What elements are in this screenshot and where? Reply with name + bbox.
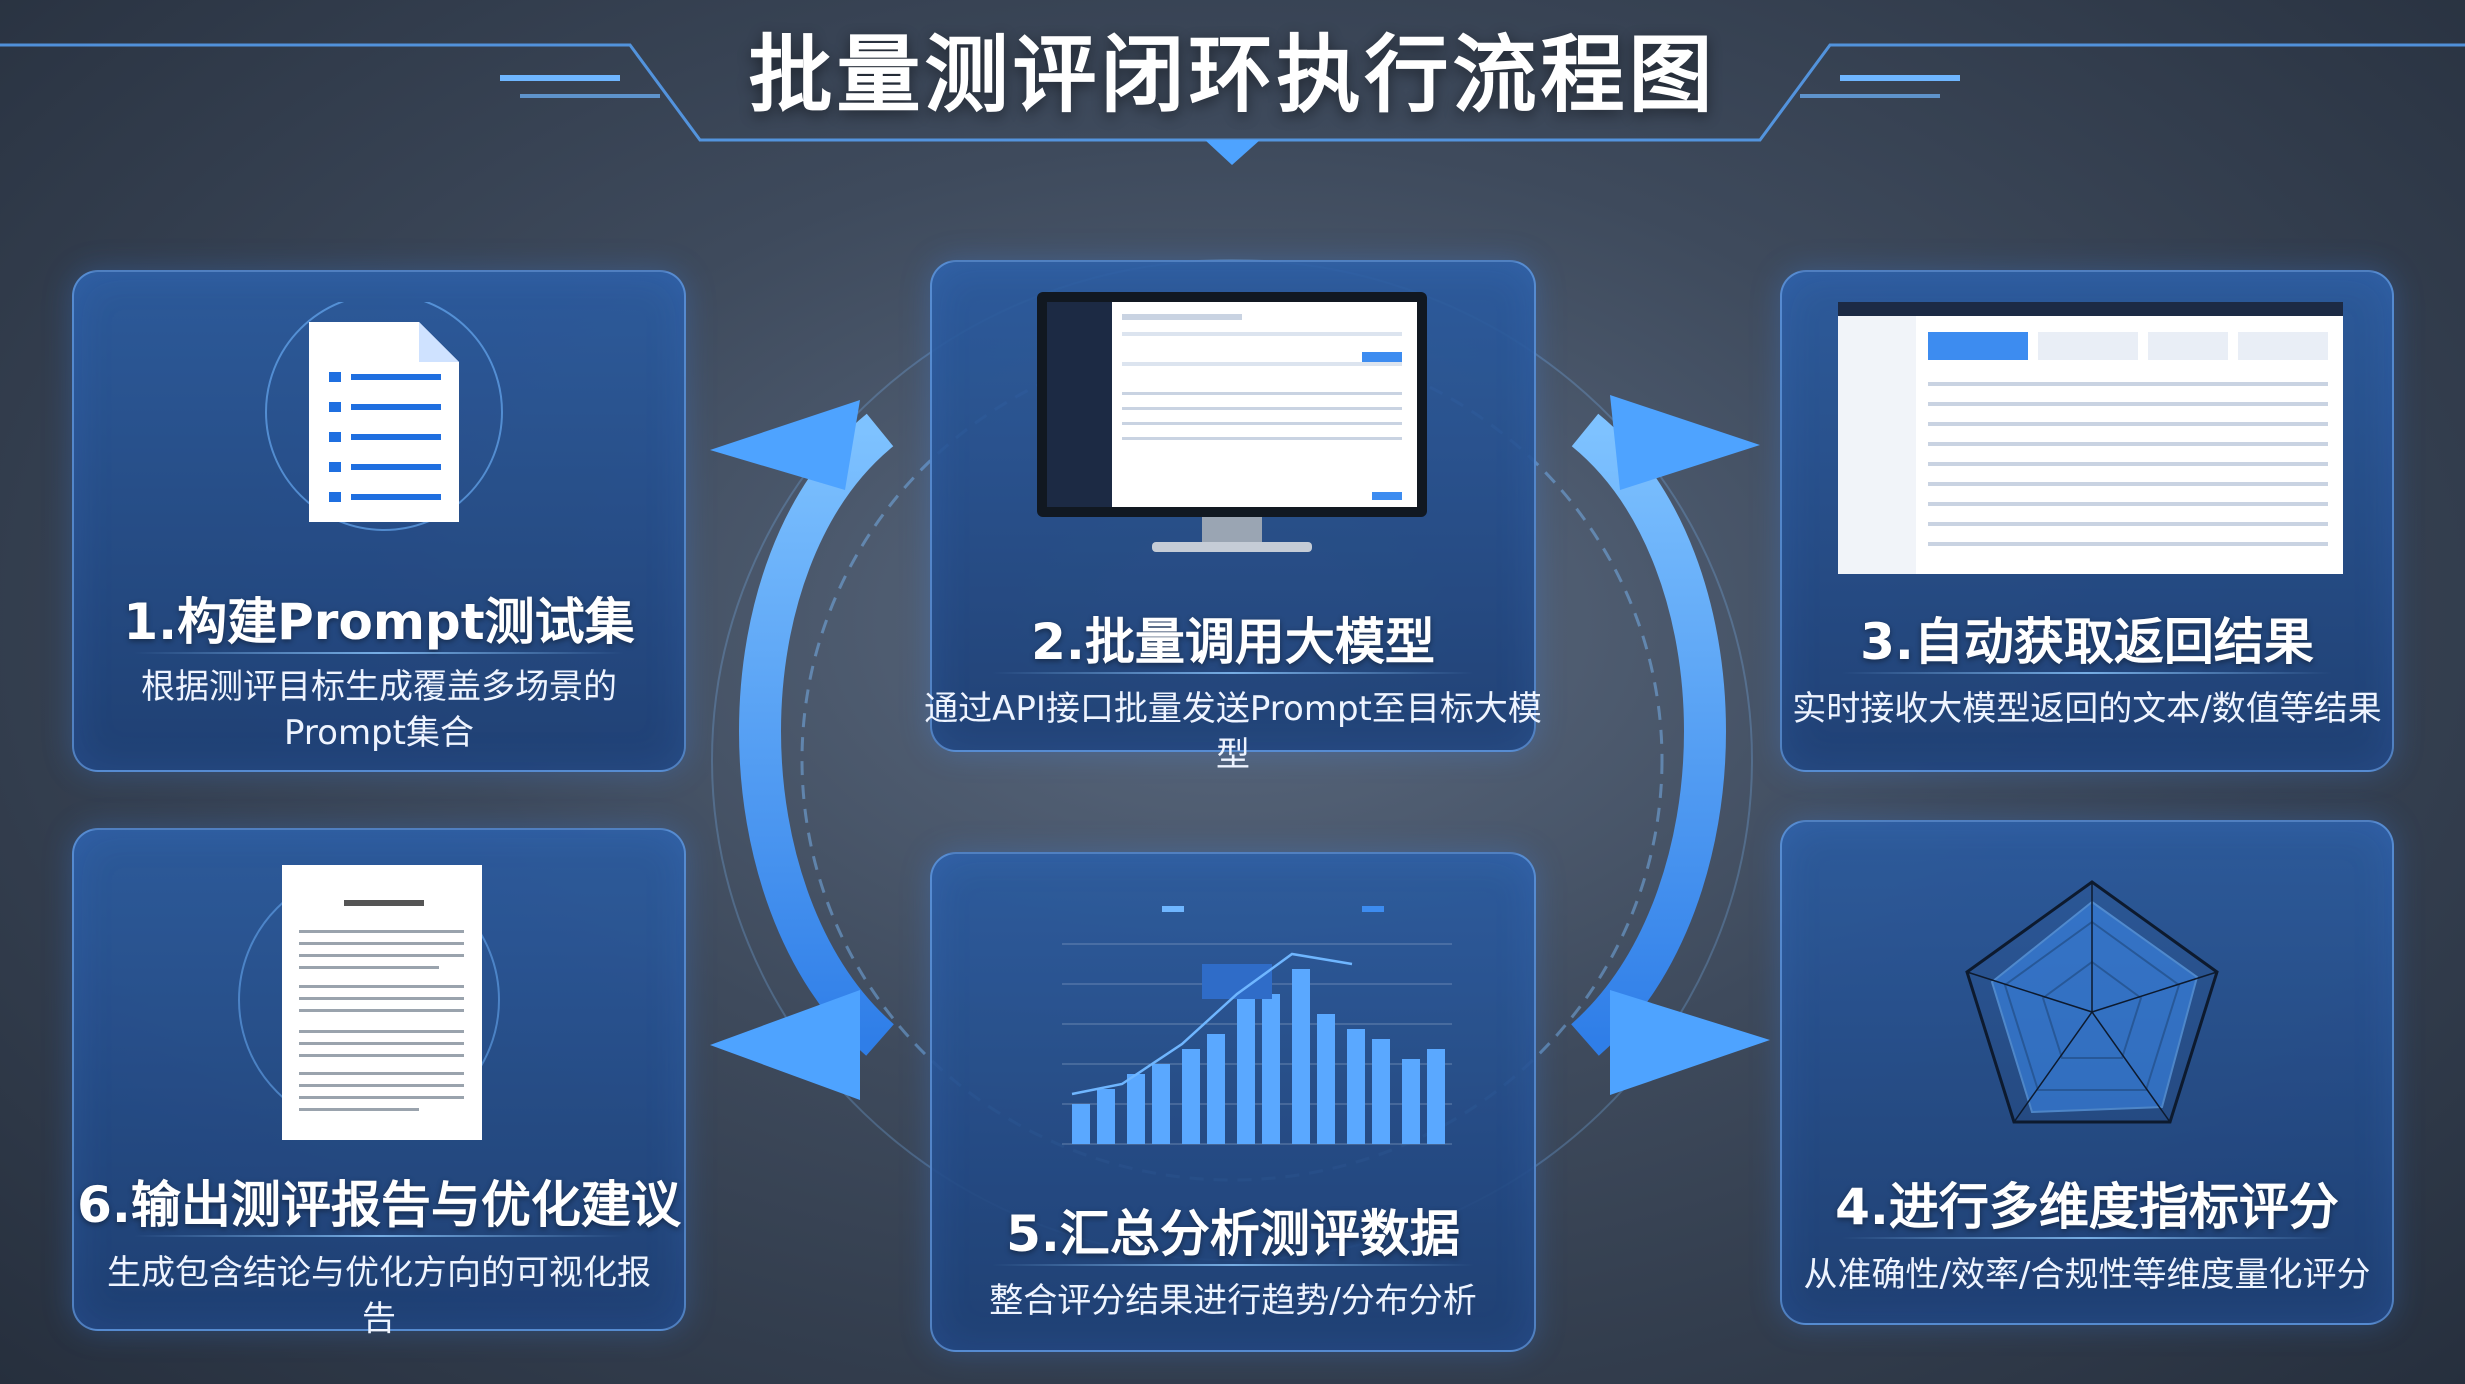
- card-divider: [1842, 1237, 2332, 1239]
- step-desc-6: 生成包含结论与优化方向的可视化报告: [107, 1253, 651, 1339]
- step-desc-3: 实时接收大模型返回的文本/数值等结果: [1792, 689, 2382, 729]
- card-divider: [992, 672, 1474, 674]
- card-divider: [992, 1264, 1474, 1266]
- step-title-5: 5.汇总分析测评数据: [1006, 1205, 1460, 1263]
- step-desc-4: 从准确性/效率/合规性等维度量化评分: [1803, 1255, 2371, 1295]
- step-card-1: 1.构建Prompt测试集 根据测评目标生成覆盖多场景的 Prompt集合: [72, 270, 686, 772]
- report-icon: [224, 860, 524, 1150]
- step-card-2: 2.批量调用大模型 通过API接口批量发送Prompt至目标大模型: [924, 260, 1542, 775]
- card-divider: [1842, 672, 2332, 674]
- card-divider: [134, 652, 624, 654]
- radar-chart-icon: [1942, 862, 2242, 1162]
- step-title-2: 2.批量调用大模型: [1031, 613, 1435, 671]
- monitor-icon: [1032, 292, 1432, 562]
- step-desc-2: 通过API接口批量发送Prompt至目标大模型: [924, 689, 1542, 775]
- document-icon: [259, 293, 519, 542]
- bar-chart-icon: [1022, 884, 1462, 1174]
- dashboard-screenshot: [1838, 302, 2343, 574]
- card-divider: [134, 1235, 624, 1237]
- step-title-1: 1.构建Prompt测试集: [123, 593, 635, 651]
- step-card-6: 6.输出测评报告与优化建议 生成包含结论与优化方向的可视化报告: [72, 828, 686, 1339]
- step-desc-1-line2: Prompt集合: [284, 713, 474, 753]
- step-card-3: 3.自动获取返回结果 实时接收大模型返回的文本/数值等结果: [1780, 270, 2394, 772]
- step-desc-1-line1: 根据测评目标生成覆盖多场景的: [141, 667, 617, 707]
- step-desc-1: 根据测评目标生成覆盖多场景的 Prompt集合: [94, 664, 664, 756]
- step-card-5: 5.汇总分析测评数据 整合评分结果进行趋势/分布分析: [930, 852, 1536, 1352]
- step-title-4: 4.进行多维度指标评分: [1835, 1178, 2339, 1236]
- page-title: 批量测评闭环执行流程图: [748, 26, 1717, 124]
- step-desc-5: 整合评分结果进行趋势/分布分析: [989, 1281, 1477, 1321]
- step-card-4: 4.进行多维度指标评分 从准确性/效率/合规性等维度量化评分: [1780, 820, 2394, 1325]
- step-title-6: 6.输出测评报告与优化建议: [77, 1176, 681, 1234]
- step-title-3: 3.自动获取返回结果: [1860, 613, 2314, 671]
